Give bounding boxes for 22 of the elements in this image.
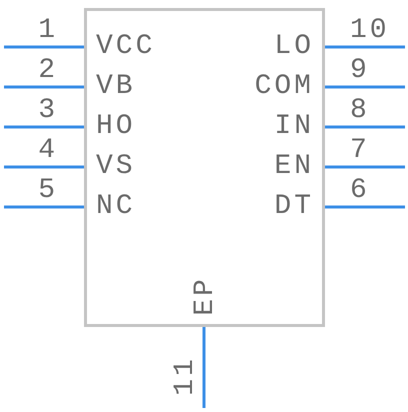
pin-name: VS	[96, 153, 136, 181]
pin-number: 1	[38, 17, 58, 45]
pin-name: COM	[254, 73, 314, 101]
pin-name: VB	[96, 73, 136, 101]
pin-number: 6	[350, 177, 370, 205]
pin-number: 9	[350, 57, 370, 85]
pin-number: 3	[38, 97, 58, 125]
pin-number: 4	[38, 137, 58, 165]
pin-name: VCC	[96, 33, 156, 61]
pin-number: 2	[38, 57, 58, 85]
pin-number: 11	[172, 356, 200, 396]
pin-name: IN	[274, 113, 314, 141]
pin-number: 5	[38, 177, 58, 205]
pin-number: 8	[350, 97, 370, 125]
pin-name: EN	[274, 153, 314, 181]
pin-name: EP	[192, 276, 220, 316]
pin-name: LO	[274, 33, 314, 61]
pin-number: 7	[350, 137, 370, 165]
pin-name: DT	[274, 193, 314, 221]
pin-number: 10	[350, 17, 390, 45]
pin-name: NC	[96, 193, 136, 221]
pin-name: HO	[96, 113, 136, 141]
